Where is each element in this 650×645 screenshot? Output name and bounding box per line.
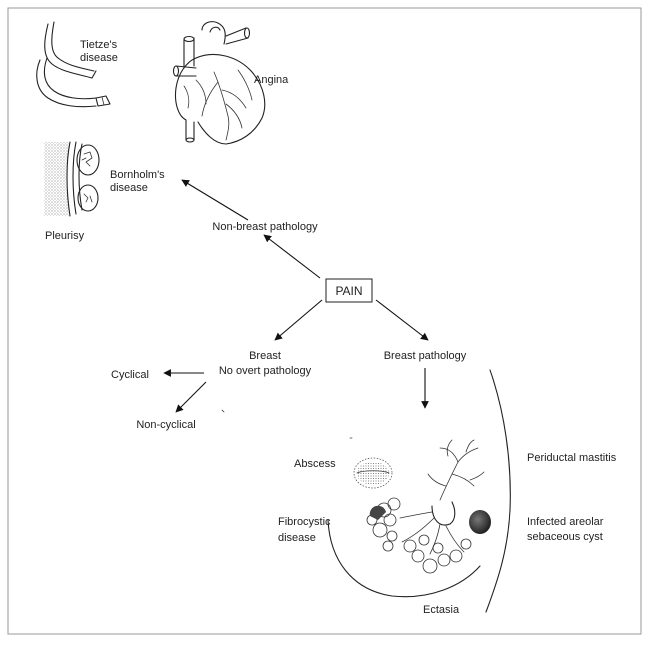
- pain-box: [325, 278, 373, 303]
- arrow-non-breast-to-conditions: [181, 179, 249, 221]
- breast-pathology-label: Breast pathology: [384, 350, 467, 362]
- arrow-to-non-cyclical: [175, 381, 207, 413]
- pain-label: PAIN: [335, 284, 362, 298]
- arrow-pain-to-breast-no-overt: [274, 299, 323, 341]
- fibrocystic-label-line1: Fibrocystic: [278, 516, 331, 528]
- cyclical-label: Cyclical: [111, 369, 149, 381]
- breast-illustration: [327, 369, 511, 613]
- no-overt-pathology-label: No overt pathology: [219, 365, 312, 377]
- arrow-pain-to-non-breast: [263, 234, 321, 279]
- bornholm-label-line2: disease: [110, 182, 148, 194]
- flow-arrows: [163, 179, 429, 413]
- arrow-pain-to-breast-pathology: [375, 299, 429, 341]
- heart-illustration: [172, 21, 266, 145]
- infected-cyst-label-line1: Infected areolar: [527, 516, 604, 528]
- fibrocystic-lobules: [366, 497, 472, 574]
- pleura-illustration: [44, 141, 100, 217]
- sebaceous-cyst-illustration: [469, 510, 491, 534]
- breast-label: Breast: [249, 350, 281, 362]
- tietze-label-line1: Tietze's: [80, 39, 118, 51]
- pleurisy-label: Pleurisy: [45, 230, 85, 242]
- stray-mark: [221, 409, 225, 413]
- abscess-label: Abscess: [294, 458, 336, 470]
- non-breast-pathology-label: Non-breast pathology: [212, 221, 318, 233]
- periductal-mastitis-label: Periductal mastitis: [527, 452, 617, 464]
- tietze-label-line2: disease: [80, 52, 118, 64]
- fibrocystic-label-line2: disease: [278, 532, 316, 544]
- abscess-illustration: [353, 457, 393, 489]
- infected-cyst-label-line2: sebaceous cyst: [527, 531, 603, 543]
- ectasia-label: Ectasia: [423, 604, 460, 616]
- non-cyclical-label: Non-cyclical: [136, 419, 195, 431]
- angina-label: Angina: [254, 74, 289, 86]
- diagram-border: [7, 7, 642, 635]
- costal-cartilage-illustration: [36, 21, 111, 108]
- bornholm-label-line1: Bornholm's: [110, 169, 165, 181]
